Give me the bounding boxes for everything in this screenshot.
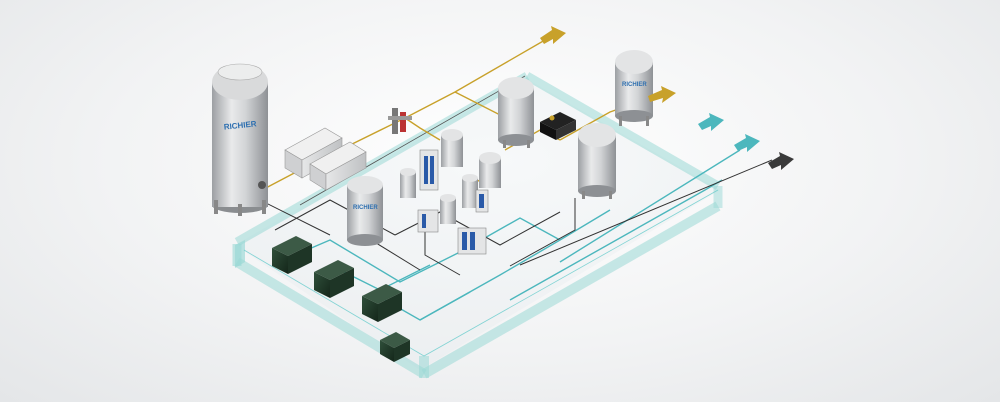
- pump-unit: [540, 112, 576, 140]
- arrow-right-gold: [648, 86, 676, 103]
- valve-assembly: [388, 108, 412, 134]
- tank-brand-label: RICHIER: [223, 119, 257, 131]
- rear-tank: [498, 77, 534, 148]
- right-tank-upper: RICHIER: [615, 50, 653, 126]
- vessel-group: RICHIER: [347, 129, 501, 246]
- arrow-teal-2: [734, 134, 760, 152]
- right-tank-lower: [578, 123, 616, 199]
- arrow-dark: [768, 152, 794, 170]
- right-tank-brand-label: RICHIER: [622, 82, 647, 88]
- compressor-3: [362, 284, 402, 322]
- control-cabinet: [380, 332, 410, 362]
- arrow-top-gold: [540, 26, 566, 44]
- purifier-panels: [284, 127, 367, 191]
- vessel-brand-label: RICHIER: [353, 205, 378, 211]
- main-storage-tank: RICHIER: [212, 63, 268, 216]
- arrow-teal-1: [698, 113, 724, 131]
- compressor-2: [314, 260, 354, 298]
- filter-skids: [417, 149, 489, 255]
- compressor-1: [272, 236, 312, 274]
